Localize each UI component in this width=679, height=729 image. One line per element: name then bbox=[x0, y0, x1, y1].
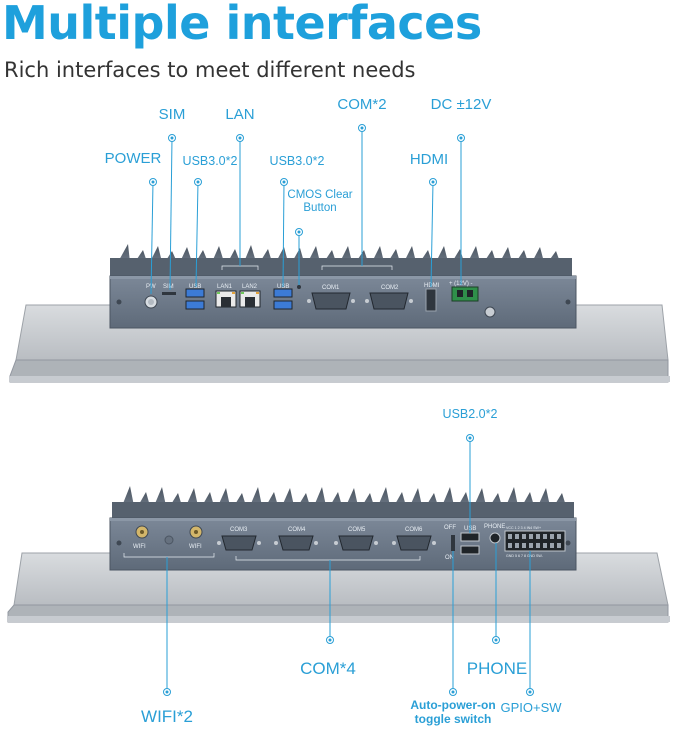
com2-port bbox=[365, 292, 413, 310]
top-leader-lines bbox=[150, 128, 462, 295]
callout-gpio-marker bbox=[526, 688, 534, 696]
bottom-view: WIFI WIFI COM3 COM4 COM5 COM6 OFF ON USB… bbox=[7, 438, 670, 692]
callout-gpio: GPIO+SW bbox=[500, 700, 562, 715]
wifi-right-connector bbox=[189, 525, 203, 539]
callout-dc: DC ±12V bbox=[430, 96, 492, 113]
panel-label-com1: COM1 bbox=[322, 285, 340, 291]
dc-terminal bbox=[451, 286, 479, 302]
top-view: PW SIM USB LAN1 LAN2 USB COM1 COM2 HDMI … bbox=[9, 128, 670, 383]
auto-power-toggle bbox=[451, 535, 455, 551]
callout-dc-marker bbox=[457, 134, 465, 142]
callout-hdmi: HDMI bbox=[409, 151, 449, 168]
hdmi-port bbox=[425, 288, 437, 312]
callout-wifi-marker bbox=[163, 688, 171, 696]
page-subtitle: Rich interfaces to meet different needs bbox=[4, 58, 416, 82]
phone-jack bbox=[489, 532, 501, 544]
callout-power: POWER bbox=[104, 150, 162, 167]
com4-port bbox=[274, 535, 318, 551]
panel-label-on: ON bbox=[445, 555, 454, 561]
cmos-clear-button bbox=[297, 285, 301, 289]
callout-com4-marker bbox=[326, 636, 334, 644]
callout-sim-marker bbox=[168, 134, 176, 142]
callout-cmos-marker bbox=[295, 228, 303, 236]
panel-label-gpio-top: VCC 1 2 3 4 IN4 SW+ bbox=[506, 526, 541, 530]
callout-wifi: WIFI*2 bbox=[141, 707, 193, 726]
callout-usb20-marker bbox=[466, 434, 474, 442]
callout-toggle-marker bbox=[449, 688, 457, 696]
callout-cmos: CMOS Clear Button bbox=[287, 189, 352, 215]
usb20-bottom bbox=[460, 545, 480, 555]
panel-label-com6: COM6 bbox=[405, 527, 423, 533]
usb30-left-top bbox=[185, 288, 205, 298]
panel-label-usb-left: USB bbox=[189, 284, 201, 290]
panel-label-com4: COM4 bbox=[288, 527, 306, 533]
callout-usb30-right: USB3.0*2 bbox=[269, 154, 325, 168]
panel-label-com2: COM2 bbox=[381, 285, 399, 291]
panel-label-sim: SIM bbox=[163, 284, 174, 290]
callout-hdmi-marker bbox=[429, 178, 437, 186]
callout-com2: COM*2 bbox=[337, 96, 387, 113]
com3-port bbox=[217, 535, 261, 551]
callout-com4: COM*4 bbox=[300, 659, 356, 678]
panel-label-lan1: LAN1 bbox=[217, 284, 233, 290]
callout-lan-marker bbox=[236, 134, 244, 142]
callout-lan: LAN bbox=[225, 106, 255, 123]
gpio-terminal bbox=[504, 530, 566, 552]
com6-port bbox=[392, 535, 436, 551]
wifi-left-connector bbox=[135, 525, 149, 539]
usb30-right-top bbox=[273, 288, 293, 298]
callout-toggle: Auto-power-on toggle switch bbox=[410, 698, 496, 727]
usb30-right-bottom bbox=[273, 300, 293, 310]
com5-port bbox=[334, 535, 378, 551]
callout-usb30-left-marker bbox=[194, 178, 202, 186]
page-title: Multiple interfaces bbox=[2, 0, 482, 50]
com1-port bbox=[307, 292, 355, 310]
callout-sim: SIM bbox=[158, 106, 186, 123]
callout-usb30-right-marker bbox=[280, 178, 288, 186]
callout-cmos-line2: Button bbox=[303, 202, 337, 215]
callout-usb20: USB2.0*2 bbox=[442, 407, 498, 421]
callout-cmos-line1: CMOS Clear bbox=[287, 189, 353, 201]
callout-phone-marker bbox=[492, 636, 500, 644]
panel-label-hdmi: HDMI bbox=[424, 283, 440, 289]
panel-label-com3: COM3 bbox=[230, 527, 248, 533]
bottom-leader-lines bbox=[166, 438, 531, 692]
panel-label-lan2: LAN2 bbox=[242, 284, 258, 290]
panel-label-off: OFF bbox=[444, 525, 456, 531]
panel-label-phone: PHONE bbox=[484, 524, 505, 530]
usb20-top bbox=[460, 532, 480, 542]
sim-slot bbox=[162, 292, 176, 295]
panel-label-wifi-left: WIFI bbox=[133, 544, 146, 550]
callout-phone: PHONE bbox=[466, 659, 528, 678]
panel-label-com5: COM5 bbox=[348, 527, 366, 533]
callout-toggle-line2: toggle switch bbox=[414, 711, 492, 726]
callout-power-marker bbox=[149, 178, 157, 186]
ground-screw bbox=[484, 306, 496, 318]
panel-label-gpio-bottom: GND 5 6 7 8 GND SW- bbox=[506, 554, 544, 558]
callout-toggle-line1: Auto-power-on bbox=[410, 698, 496, 712]
callout-com2-marker bbox=[358, 124, 366, 132]
panel-label-wifi-right: WIFI bbox=[189, 544, 202, 550]
callout-usb30-left: USB3.0*2 bbox=[182, 154, 238, 168]
usb30-left-bottom bbox=[185, 300, 205, 310]
